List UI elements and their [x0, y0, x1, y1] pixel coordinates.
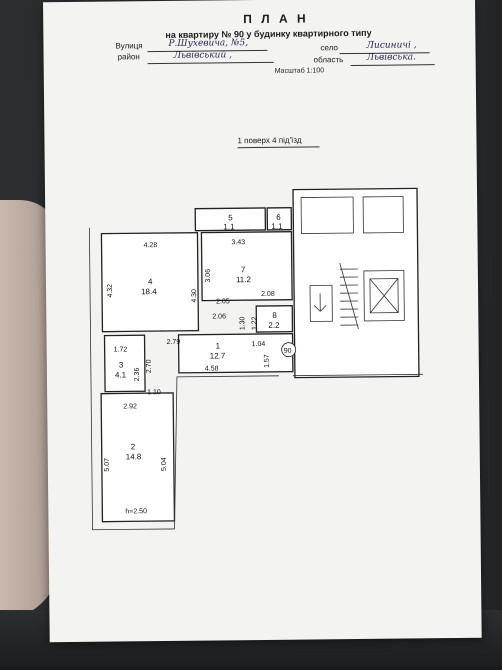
outer-wall-bottom [174, 375, 279, 529]
dim-4-32: 4.32 [107, 284, 114, 298]
stairwell-room-left [300, 196, 354, 234]
dim-1-04: 1.04 [252, 341, 266, 348]
room-2-outline [100, 392, 176, 523]
apartment-marker [281, 342, 297, 358]
room-4-number: 4 [148, 277, 153, 286]
room-5-area: 1.1 [223, 222, 235, 231]
room-8-outline [255, 305, 294, 333]
room-7-outline [200, 231, 293, 302]
room-7-area: 11.2 [236, 275, 252, 284]
dim-2-36: 2.36 [134, 368, 141, 382]
room-2-number: 2 [131, 442, 136, 451]
dim-2-70: 2.70 [146, 359, 153, 373]
dim-1-57: 1.57 [264, 354, 271, 368]
dim-5-07: 5.07 [104, 458, 111, 472]
room-3-number: 3 [119, 360, 124, 369]
room-8-number: 8 [272, 311, 277, 320]
dim-3-06: 3.06 [205, 269, 212, 283]
height-note: h=2.50 [125, 508, 147, 515]
room-4-outline [100, 232, 200, 333]
dim-1-72: 1.72 [114, 346, 128, 353]
dim-2-92: 2.92 [123, 403, 137, 410]
dim-4-28: 4.28 [144, 242, 158, 249]
stairwell-room-right [362, 196, 404, 234]
room-2-area: 14.8 [126, 452, 142, 461]
room-6-number: 6 [276, 213, 281, 222]
elevator-shaft [363, 270, 405, 322]
dim-5-04: 5.04 [161, 457, 168, 471]
dim-1-10: 1.10 [147, 389, 161, 396]
room-5-number: 5 [228, 213, 233, 222]
dim-3-43: 3.43 [232, 239, 246, 246]
dim-2-06: 2.06 [212, 313, 226, 320]
dim-1-30: 1.30 [239, 316, 246, 330]
room-4-area: 18.4 [141, 287, 157, 296]
landing [309, 284, 333, 322]
room-1-outline [177, 333, 294, 374]
dim-2-05: 2.05 [216, 298, 230, 305]
room-1-number: 1 [216, 341, 221, 350]
outer-wall-left [88, 227, 175, 531]
stairwell-outline [292, 187, 420, 379]
room-6-outline [266, 207, 293, 231]
room-3-area: 4.1 [115, 370, 127, 379]
room-5-outline [194, 207, 267, 232]
elevator-cross-b [369, 278, 399, 314]
stair-flight [339, 263, 359, 330]
dim-4-30: 4.30 [191, 289, 198, 303]
dim-1-22: 1.22 [251, 316, 258, 330]
apartment-marker-number: 90 [284, 348, 292, 355]
floor-plan-document: П Л А Н на квартиру № 90 у будинку кварт… [43, 0, 482, 643]
room-7-number: 7 [241, 265, 246, 274]
dim-4-58: 4.58 [205, 365, 219, 372]
room-1-area: 12.7 [210, 351, 226, 360]
dim-2-08: 2.08 [261, 291, 275, 298]
room-8-area: 2.2 [268, 321, 280, 330]
room-3-outline [103, 334, 146, 393]
dim-2-79: 2.79 [167, 339, 181, 346]
room-6-area: 1.1 [271, 222, 283, 231]
floor-plan-drawing: 90 5 1.1 6 1.1 4 18.4 7 11.2 8 2.2 1 12.… [88, 187, 423, 531]
